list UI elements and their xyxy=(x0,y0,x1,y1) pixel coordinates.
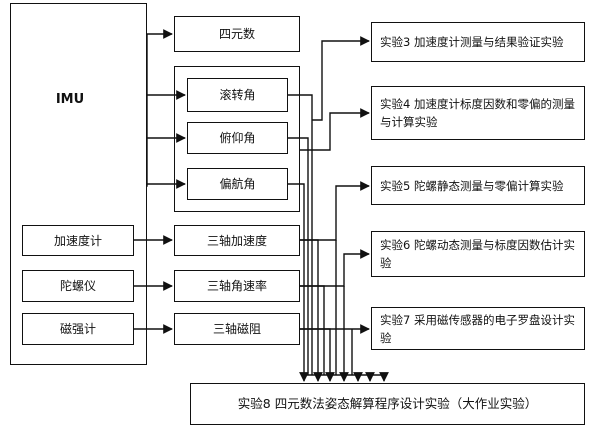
gyro-down-line xyxy=(300,285,325,375)
accelerometer-box: 加速度计 xyxy=(22,225,134,256)
yaw-angle-box: 偏航角 xyxy=(187,168,288,200)
three-axis-magnetoresistance-box: 三轴磁阻 xyxy=(174,313,300,345)
roll-out-line xyxy=(288,94,313,375)
pitch-angle-box: 俯仰角 xyxy=(187,122,288,154)
experiment-6-box: 实验6 陀螺动态测量与标度因数估计实 验 xyxy=(371,231,585,277)
yaw-out-line xyxy=(288,183,305,375)
accel-down-line xyxy=(300,239,319,375)
pitch-out-line xyxy=(288,137,309,375)
magnetometer-box: 磁强计 xyxy=(22,313,134,345)
experiment-4-box: 实验4 加速度计标度因数和零偏的测量 与计算实验 xyxy=(371,86,585,140)
three-axis-acceleration-box: 三轴加速度 xyxy=(174,225,300,256)
to-exp4-line xyxy=(300,108,370,151)
experiment-5-box: 实验5 陀螺静态测量与零偏计算实验 xyxy=(371,166,585,205)
roll-angle-box: 滚转角 xyxy=(187,78,288,112)
three-axis-angular-rate-box: 三轴角速率 xyxy=(174,270,300,302)
to-exp5-line xyxy=(300,181,370,241)
gyroscope-box: 陀螺仪 xyxy=(22,270,134,302)
experiment-7-box: 实验7 采用磁传感器的电子罗盘设计实 验 xyxy=(371,307,585,350)
euler-angles-group xyxy=(174,66,300,212)
quaternion-box: 四元数 xyxy=(174,16,300,52)
experiment-3-box: 实验3 加速度计测量与结果验证实验 xyxy=(371,22,585,62)
mag-down-line xyxy=(300,328,331,375)
imu-label: IMU xyxy=(55,92,85,107)
experiment-8-box: 实验8 四元数法姿态解算程序设计实验（大作业实验） xyxy=(190,383,585,425)
to-exp3-line xyxy=(312,36,370,121)
imu-box xyxy=(10,3,147,365)
to-exp6-line xyxy=(300,249,370,287)
